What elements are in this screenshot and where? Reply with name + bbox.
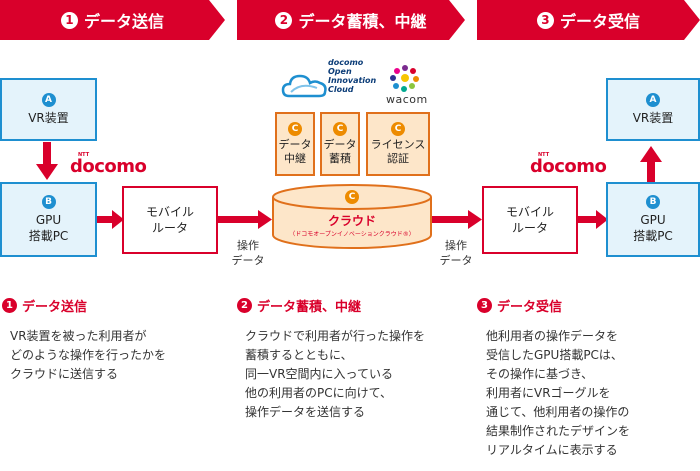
arrow-head (596, 210, 608, 229)
section-title-send: 1 データ送信 (2, 296, 87, 315)
mobile-router-left: モバイル ルータ (122, 186, 218, 254)
banner-data-store-relay: 2 データ蓄積、中継 (237, 0, 465, 40)
vr-device-left: A VR装置 (0, 78, 97, 141)
section-number: 3 (477, 298, 492, 313)
license-label: ライセンス 認証 (370, 138, 426, 165)
gpu-pc-left: B GPU 搭載PC (0, 182, 97, 257)
section-title-text: データ蓄積、中継 (257, 300, 362, 315)
cloud-logo-icon (281, 74, 327, 98)
section-number: 1 (2, 298, 17, 313)
op-data-label-left: 操作 データ (231, 239, 265, 267)
arrow-shaft (216, 216, 260, 223)
banner-number: 3 (537, 12, 554, 29)
arrow-shaft (430, 216, 470, 223)
badge-c: C (345, 190, 359, 204)
gpu-pc-right: B GPU 搭載PC (606, 182, 700, 257)
banner-data-send: 1 データ送信 (0, 0, 225, 40)
section-title-receive: 3 データ受信 (477, 296, 562, 315)
ntt-mark: NTT (78, 152, 90, 158)
section-desc-receive: 他利用者の操作データを 受信したGPU搭載PCは、 その操作に基づき、 利用者に… (486, 329, 631, 457)
cloud-sublabel: （ドコモオープンイノベーションクラウド®） (289, 231, 415, 238)
banner-number: 1 (61, 12, 78, 29)
gpu-pc-label: GPU 搭載PC (28, 213, 69, 243)
open-innovation-cloud-logo: docomo Open Innovation Cloud (328, 58, 377, 94)
arrow-shaft (578, 216, 598, 223)
wacom-logo-text: wacom (386, 93, 428, 106)
gpu-pc-label: GPU 搭載PC (633, 213, 673, 243)
data-store-box: C データ 蓄積 (320, 112, 360, 176)
data-relay-box: C データ 中継 (275, 112, 315, 176)
section-desc-send: VR装置を被った利用者が どのような操作を行ったかを クラウドに送信する (10, 329, 167, 381)
vr-device-label: VR装置 (28, 111, 69, 125)
badge-c: C (288, 122, 302, 136)
badge-b: B (646, 195, 660, 209)
data-relay-label: データ 中継 (278, 138, 312, 165)
badge-c: C (391, 122, 405, 136)
banner-number: 2 (275, 12, 292, 29)
section-title-text: データ受信 (497, 300, 563, 315)
wacom-mark-icon (390, 65, 419, 92)
arrow-head (36, 164, 58, 180)
section-title-text: データ送信 (22, 300, 88, 315)
arrow-head (640, 146, 662, 162)
vr-device-label: VR装置 (632, 111, 674, 125)
badge-a: A (646, 93, 660, 107)
ntt-mark: NTT (538, 152, 550, 158)
badge-a: A (41, 93, 56, 107)
mobile-router-right: モバイル ルータ (482, 186, 578, 254)
section-desc-store-relay: クラウドで利用者が行った操作を 蓄積するとともに、 同一VR空間内に入っている … (245, 329, 426, 419)
arrow-shaft (647, 160, 655, 184)
section-title-store-relay: 2 データ蓄積、中継 (237, 296, 361, 315)
banner-data-receive: 3 データ受信 (477, 0, 700, 40)
arrow-head (258, 210, 272, 229)
arrow-head (468, 210, 482, 229)
arrow-shaft (43, 142, 51, 166)
arrow-shaft (94, 216, 114, 223)
banner-label: データ受信 (559, 12, 640, 31)
arrow-head (112, 210, 124, 229)
op-data-label-right: 操作 データ (439, 239, 473, 267)
license-box: C ライセンス 認証 (366, 112, 430, 176)
vr-device-right: A VR装置 (606, 78, 700, 141)
data-store-label: データ 蓄積 (323, 138, 357, 165)
section-number: 2 (237, 298, 252, 313)
docomo-logo-right: NTT docomo (530, 152, 607, 177)
badge-b: B (41, 195, 56, 209)
cloud-label: クラウド (327, 214, 376, 228)
docomo-logo-left: NTT docomo (70, 152, 147, 177)
banner-label: データ送信 (83, 12, 164, 31)
badge-c: C (333, 122, 347, 136)
banner-label: データ蓄積、中継 (298, 12, 427, 31)
